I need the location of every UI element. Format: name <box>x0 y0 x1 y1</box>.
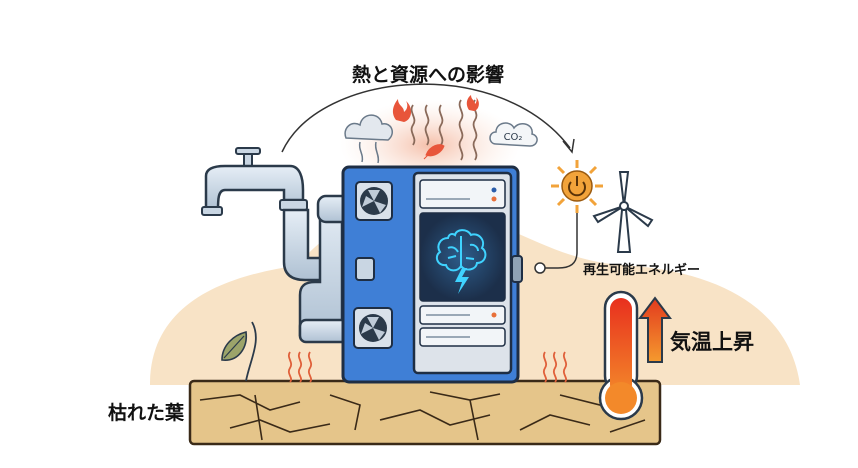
small-leaf-icon <box>423 144 445 160</box>
ground-heat-waves <box>287 351 568 383</box>
fan-icon <box>355 181 393 221</box>
leaf-icon <box>221 321 257 382</box>
fire-icon <box>466 95 479 111</box>
up-arrow-icon <box>638 296 672 363</box>
thermometer-icon <box>598 290 644 421</box>
impact-arrow <box>281 83 575 154</box>
sun-power-icon <box>551 160 603 213</box>
wind-turbine-icon <box>592 171 654 253</box>
fan-icon <box>353 307 393 349</box>
temperature-rise-label: 気温上昇 <box>670 330 754 354</box>
renewable-energy-label: 再生可能エネルギー <box>583 263 701 278</box>
faucet-icon <box>201 147 308 216</box>
co2-cloud-icon <box>489 122 538 147</box>
cracked-ground <box>188 379 662 446</box>
renewable-connector <box>534 212 578 274</box>
withered-leaf-label: 枯れた葉 <box>108 402 185 424</box>
brain-icon <box>435 229 487 272</box>
server-rack <box>341 165 523 384</box>
co2-label: CO₂ <box>504 132 523 143</box>
lightning-icon <box>455 268 469 294</box>
fire-icon <box>392 99 412 122</box>
diagram-title: 熱と資源への影響 <box>352 64 505 86</box>
steam-icon <box>344 114 393 164</box>
